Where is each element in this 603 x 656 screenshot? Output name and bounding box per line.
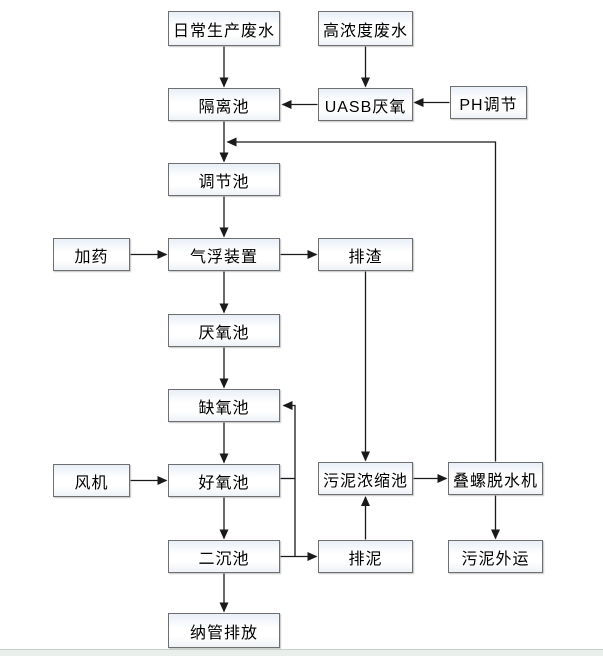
node-secondary-sedimentation: 二沉池 bbox=[168, 540, 280, 573]
node-regulating-pool: 调节池 bbox=[168, 163, 280, 196]
node-sludge-outbound: 污泥外运 bbox=[448, 540, 543, 573]
node-screw-dewatering-machine: 叠螺脱水机 bbox=[448, 462, 543, 495]
node-pipe-discharge: 纳管排放 bbox=[168, 613, 280, 648]
edge-return-to-anoxic bbox=[282, 401, 296, 557]
node-high-conc-wastewater: 高浓度废水 bbox=[318, 11, 413, 46]
node-air-flotation: 气浮装置 bbox=[168, 238, 280, 271]
page-bottom-strip bbox=[0, 649, 603, 656]
node-ph-adjust: PH调节 bbox=[450, 86, 527, 119]
edge-dewatering-return-to-regulating-inlet bbox=[226, 137, 497, 462]
node-sludge-thickening-pool: 污泥浓缩池 bbox=[318, 462, 413, 495]
node-fan: 风机 bbox=[53, 464, 130, 497]
node-slag-discharge: 排渣 bbox=[318, 238, 413, 271]
node-anaerobic-pool: 厌氧池 bbox=[168, 314, 280, 347]
node-dosing: 加药 bbox=[53, 238, 130, 271]
node-uasb-anaerobic: UASB厌氧 bbox=[318, 88, 413, 121]
node-daily-wastewater: 日常生产废水 bbox=[168, 11, 280, 46]
node-anoxic-pool: 缺氧池 bbox=[168, 389, 280, 422]
node-isolation-pool: 隔离池 bbox=[168, 88, 280, 121]
node-sludge-discharge: 排泥 bbox=[318, 540, 413, 573]
node-aerobic-pool: 好氧池 bbox=[168, 464, 280, 497]
